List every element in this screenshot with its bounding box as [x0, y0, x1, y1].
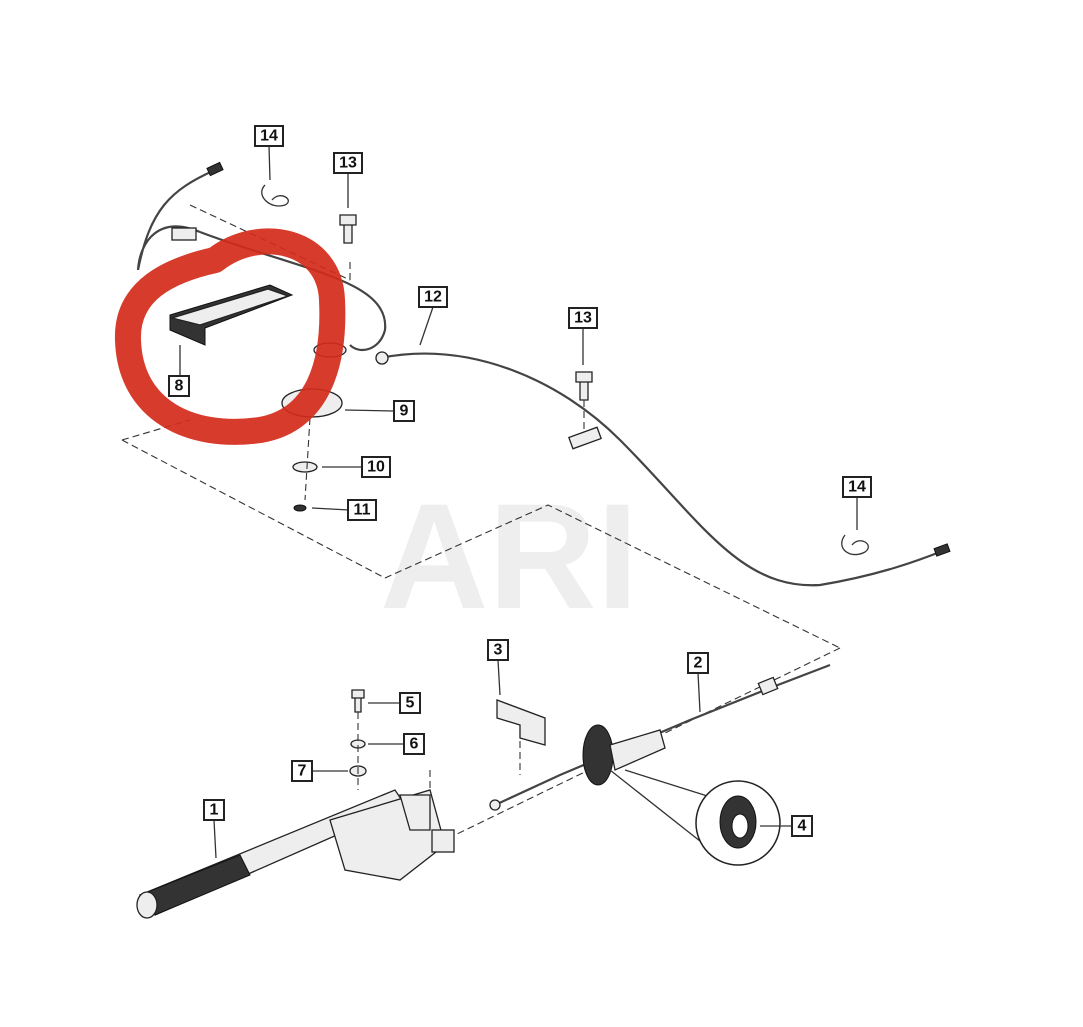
lever-end — [136, 891, 158, 919]
cover-top — [169, 288, 291, 326]
bolt-part-5 — [351, 689, 365, 713]
cable-connector-left — [206, 161, 224, 177]
svg-text:8: 8 — [175, 378, 184, 395]
callout-5: 5 — [399, 692, 421, 714]
callout-4: 4 — [791, 815, 813, 837]
leader-lines — [179, 145, 858, 859]
svg-text:2: 2 — [694, 655, 703, 672]
svg-text:6: 6 — [410, 736, 419, 753]
lever-mount — [431, 829, 455, 853]
watermark-logo: ARI — [380, 472, 638, 640]
cable-part-2 — [494, 663, 831, 806]
callout-13: 13 — [333, 152, 363, 174]
callout-7: 7 — [291, 760, 313, 782]
callout-13-right: 13 — [568, 307, 598, 329]
svg-text:3: 3 — [494, 642, 503, 659]
svg-text:13: 13 — [574, 310, 592, 327]
svg-text:1: 1 — [210, 802, 219, 819]
cable-bracket-left — [171, 227, 197, 241]
bolt-13-right — [575, 371, 593, 401]
cable-grommet — [582, 724, 614, 786]
callout-1: 1 — [203, 799, 225, 821]
callout-8: 8 — [168, 375, 190, 397]
svg-text:10: 10 — [367, 459, 385, 476]
cable-bracket-right — [568, 426, 602, 450]
bolt-13-upper — [339, 214, 357, 244]
washer-part-10 — [292, 461, 318, 473]
clip-part-3 — [496, 699, 546, 746]
svg-text:9: 9 — [400, 403, 409, 420]
red-highlight-circle — [115, 228, 346, 445]
svg-text:11: 11 — [354, 502, 371, 519]
callout-14: 14 — [254, 125, 284, 147]
svg-text:14: 14 — [260, 128, 278, 145]
callout-14-right: 14 — [842, 476, 872, 498]
callout-10: 10 — [361, 456, 391, 478]
cable-connector-right — [933, 543, 951, 557]
clip-14-right — [841, 534, 869, 556]
clip-14-upper — [261, 184, 289, 207]
clip-part-11 — [293, 504, 307, 512]
callout-9: 9 — [393, 400, 415, 422]
cable-adjuster — [757, 676, 779, 696]
cable-ferrule — [375, 351, 389, 365]
callout-11: 11 — [347, 499, 377, 521]
callout-3: 3 — [487, 639, 509, 661]
svg-text:13: 13 — [339, 155, 357, 172]
svg-text:14: 14 — [848, 479, 866, 496]
cable-12 — [199, 230, 946, 587]
callout-12: 12 — [418, 286, 448, 308]
svg-text:5: 5 — [406, 695, 415, 712]
svg-text:7: 7 — [298, 763, 307, 780]
svg-text:12: 12 — [424, 289, 442, 306]
callout-6: 6 — [403, 733, 425, 755]
callout-2: 2 — [687, 652, 709, 674]
svg-text:4: 4 — [798, 818, 807, 835]
